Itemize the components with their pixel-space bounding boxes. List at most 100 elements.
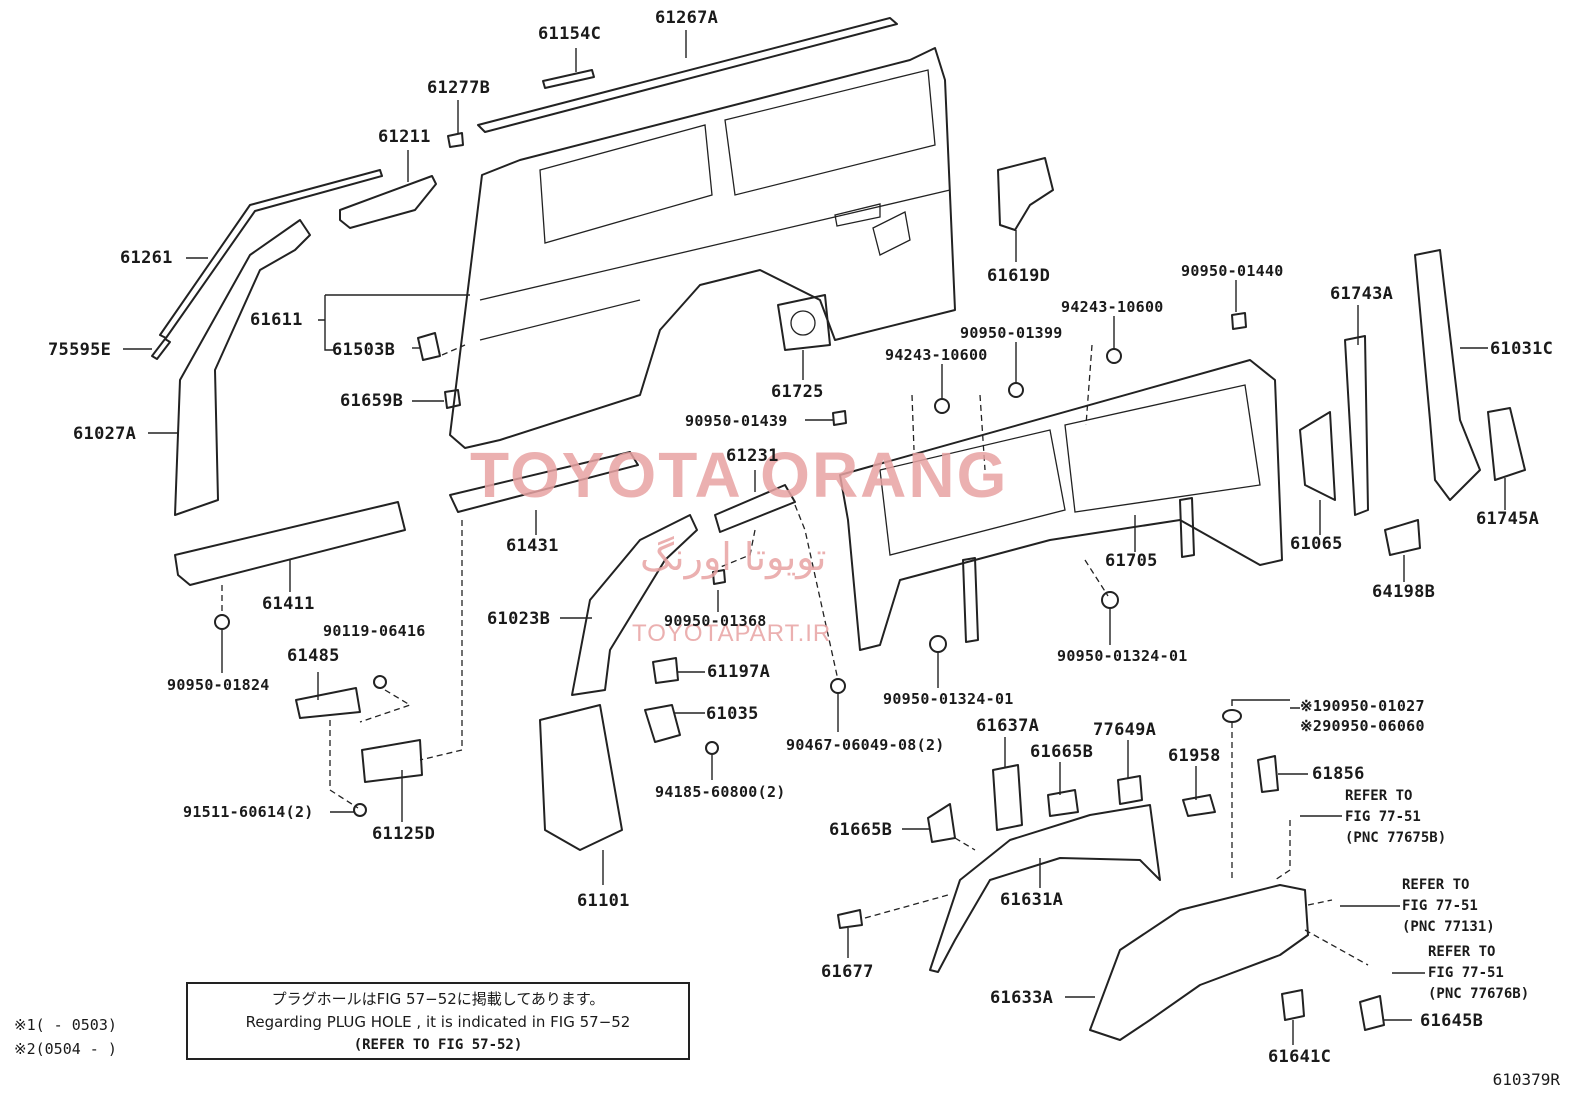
refer-to-text: REFER TO bbox=[1345, 788, 1413, 804]
clip-90950-01824 bbox=[214, 614, 230, 630]
part-label-61125d[interactable]: 61125D bbox=[372, 824, 436, 844]
part-label-61745a[interactable]: 61745A bbox=[1476, 509, 1540, 529]
part-label-61677[interactable]: 61677 bbox=[821, 962, 874, 982]
part-label-61641c[interactable]: 61641C bbox=[1268, 1047, 1332, 1067]
wheelhouse-61633a bbox=[1089, 884, 1309, 1041]
part-label-64198b[interactable]: 64198B bbox=[1372, 582, 1436, 602]
part-label-90950-06060[interactable]: ※290950-06060 bbox=[1300, 717, 1425, 735]
part-label-61665b-bottom[interactable]: 61665B bbox=[829, 820, 893, 840]
part-label-90950-01368[interactable]: 90950-01368 bbox=[664, 612, 767, 630]
seal-75595e bbox=[151, 338, 171, 360]
part-label-61958[interactable]: 61958 bbox=[1168, 746, 1221, 766]
plug-90950-01368 bbox=[712, 569, 726, 585]
note-line-refer[interactable]: (REFER TO FIG 57-52) bbox=[353, 1037, 523, 1053]
refer-fig-text: FIG 77-51 bbox=[1428, 965, 1504, 981]
part-label-61035[interactable]: 61035 bbox=[706, 704, 759, 724]
bracket-61619d bbox=[997, 157, 1054, 231]
bracket-61485 bbox=[295, 687, 361, 719]
part-label-90950-01324-01-b[interactable]: 90950-01324-01 bbox=[1057, 647, 1188, 665]
period-note-2: ※2(0504 - ) bbox=[14, 1040, 117, 1058]
refer-block-77675b[interactable]: REFER TO FIG 77-51 (PNC 77675B) bbox=[1345, 786, 1446, 849]
part-label-61023b[interactable]: 61023B bbox=[487, 609, 551, 629]
refer-block-77131[interactable]: REFER TO FIG 77-51 (PNC 77131) bbox=[1402, 875, 1495, 938]
part-label-61659b[interactable]: 61659B bbox=[340, 391, 404, 411]
bracket-64198b bbox=[1384, 519, 1421, 556]
part-label-61645b[interactable]: 61645B bbox=[1420, 1011, 1484, 1031]
part-label-61743a[interactable]: 61743A bbox=[1330, 284, 1394, 304]
refer-pnc-text: (PNC 77131) bbox=[1402, 919, 1495, 935]
plug-90950-01324-01-b bbox=[1101, 591, 1119, 609]
plug-90950-01440 bbox=[1231, 312, 1247, 330]
part-label-94185-60800[interactable]: 94185-60800(2) bbox=[655, 783, 786, 801]
part-label-61027a[interactable]: 61027A bbox=[73, 424, 137, 444]
rail-61431 bbox=[449, 451, 639, 513]
refer-fig-text: FIG 77-51 bbox=[1402, 898, 1478, 914]
part-label-90950-01439[interactable]: 90950-01439 bbox=[685, 412, 788, 430]
part-label-61431[interactable]: 61431 bbox=[506, 536, 559, 556]
part-label-61267a[interactable]: 61267A bbox=[655, 8, 719, 28]
part-label-61277b[interactable]: 61277B bbox=[427, 78, 491, 98]
part-label-61261[interactable]: 61261 bbox=[120, 248, 173, 268]
part-label-90119-06416[interactable]: 90119-06416 bbox=[323, 622, 426, 640]
bracket-61856 bbox=[1257, 755, 1279, 793]
part-label-90950-01399[interactable]: 90950-01399 bbox=[960, 324, 1063, 342]
refer-fig-text: FIG 77-51 bbox=[1345, 809, 1421, 825]
part-label-77649a[interactable]: 77649A bbox=[1093, 720, 1157, 740]
part-label-61065[interactable]: 61065 bbox=[1290, 534, 1343, 554]
refer-to-text: REFER TO bbox=[1402, 877, 1470, 893]
part-label-61637a[interactable]: 61637A bbox=[976, 716, 1040, 736]
clip-90467-06049 bbox=[830, 678, 846, 694]
part-label-61197a[interactable]: 61197A bbox=[707, 662, 771, 682]
part-label-61611[interactable]: 61611 bbox=[250, 310, 303, 330]
part-label-90950-01824[interactable]: 90950-01824 bbox=[167, 676, 270, 694]
part-label-61725[interactable]: 61725 bbox=[771, 382, 824, 402]
pillar-61031c bbox=[1414, 249, 1481, 501]
part-label-90950-01324-01-a[interactable]: 90950-01324-01 bbox=[883, 690, 1014, 708]
part-label-94243-10600-a[interactable]: 94243-10600 bbox=[1061, 298, 1164, 316]
part-label-61633a[interactable]: 61633A bbox=[990, 988, 1054, 1008]
part-label-61031c[interactable]: 61031C bbox=[1490, 339, 1554, 359]
clip-61197a bbox=[652, 657, 679, 684]
part-label-91511-60614[interactable]: 91511-60614(2) bbox=[183, 803, 314, 821]
bracket-61035 bbox=[644, 704, 681, 743]
refer-block-77676b[interactable]: REFER TO FIG 77-51 (PNC 77676B) bbox=[1428, 942, 1529, 1005]
refer-pnc-text: (PNC 77676B) bbox=[1428, 986, 1530, 1002]
part-label-61503b[interactable]: 61503B bbox=[332, 340, 396, 360]
note-line-japanese: プラグホールはFIG 57−52に掲載してあります。 bbox=[271, 990, 605, 1008]
part-label-61101[interactable]: 61101 bbox=[577, 891, 630, 911]
part-label-61856[interactable]: 61856 bbox=[1312, 764, 1365, 784]
inner-panel-61705 bbox=[839, 359, 1283, 651]
watermark-arabic: تويوتا اورنگ bbox=[640, 535, 827, 579]
bracket-61958 bbox=[1182, 794, 1216, 817]
part-label-61665b-top[interactable]: 61665B bbox=[1030, 742, 1094, 762]
refer-pnc-text: (PNC 77675B) bbox=[1345, 830, 1447, 846]
bolt-91511-60614 bbox=[353, 803, 367, 817]
bracket-61645b bbox=[1359, 995, 1385, 1031]
clip-90950-01399 bbox=[1008, 382, 1024, 398]
bracket-61665b-bottom bbox=[927, 803, 956, 843]
part-label-61154c[interactable]: 61154C bbox=[538, 24, 602, 44]
bracket-61231 bbox=[714, 484, 796, 533]
part-label-61411[interactable]: 61411 bbox=[262, 594, 315, 614]
part-label-94243-10600-b[interactable]: 94243-10600 bbox=[885, 346, 988, 364]
part-label-61485[interactable]: 61485 bbox=[287, 646, 340, 666]
part-label-61231[interactable]: 61231 bbox=[726, 446, 779, 466]
bracket-61665b-top bbox=[1047, 789, 1079, 817]
part-label-61631a[interactable]: 61631A bbox=[1000, 890, 1064, 910]
pillar-61023b bbox=[571, 514, 698, 696]
pillar-61743a bbox=[1344, 335, 1369, 516]
part-label-61619d[interactable]: 61619D bbox=[987, 266, 1051, 286]
part-label-90467-06049-08[interactable]: 90467-06049-08(2) bbox=[786, 736, 945, 754]
part-label-61705[interactable]: 61705 bbox=[1105, 551, 1158, 571]
clip-61277b bbox=[447, 132, 464, 148]
part-label-75595e[interactable]: 75595E bbox=[48, 340, 112, 360]
part-label-61211[interactable]: 61211 bbox=[378, 127, 431, 147]
plate-61725 bbox=[777, 294, 831, 351]
part-label-90950-01440[interactable]: 90950-01440 bbox=[1181, 262, 1284, 280]
diagram-id: 610379R bbox=[1492, 1070, 1560, 1089]
nut-94185-60800 bbox=[705, 741, 719, 755]
bracket-61065 bbox=[1299, 411, 1336, 501]
part-label-90950-01027[interactable]: ※190950-01027 bbox=[1300, 697, 1425, 715]
